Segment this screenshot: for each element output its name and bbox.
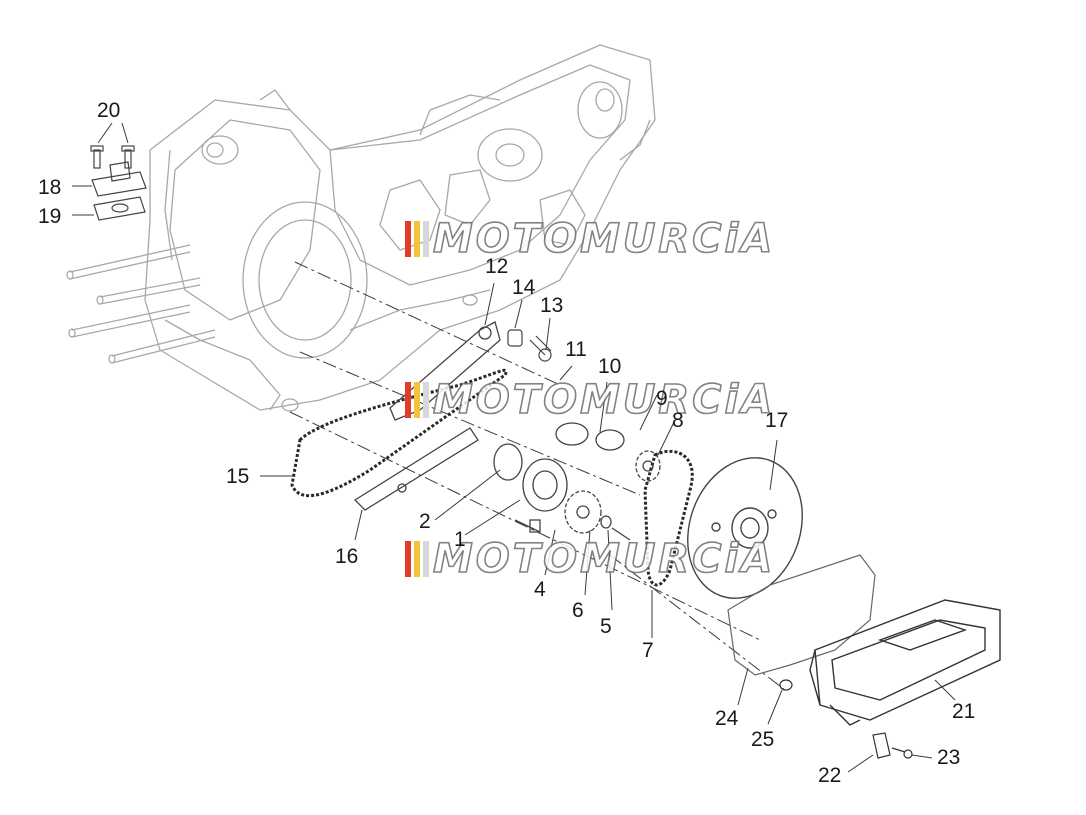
watermark-color-bars — [405, 382, 429, 418]
oil-sump-21 — [809, 599, 1001, 726]
callout-17: 17 — [765, 409, 789, 432]
sprocket-and-washers — [555, 422, 661, 482]
callout-16: 16 — [335, 545, 359, 568]
watermark-motomurcia: MOTOMURCiA — [405, 377, 776, 423]
watermark-motomurcia: MOTOMURCiA — [405, 216, 776, 262]
callout-9: 9 — [656, 387, 668, 410]
callout-11: 11 — [565, 338, 587, 361]
bracket-part-18-19-20 — [90, 145, 147, 221]
watermark-text: MOTOMURCiA — [432, 377, 776, 423]
callout-14: 14 — [512, 276, 536, 299]
cover-plate-17 — [687, 457, 803, 599]
callout-20: 20 — [97, 99, 121, 122]
callout-22: 22 — [818, 764, 842, 787]
watermark-color-bars — [405, 541, 429, 577]
alignment-lines — [289, 261, 786, 691]
watermark-text: MOTOMURCiA — [432, 216, 776, 262]
callout-8: 8 — [672, 409, 684, 432]
callout-5: 5 — [600, 615, 612, 638]
bolt-13-bushing-14 — [507, 329, 552, 362]
callout-1: 1 — [454, 528, 466, 551]
callout-4: 4 — [534, 578, 546, 601]
crankcase-drawing — [66, 44, 656, 412]
callout-6: 6 — [572, 599, 584, 622]
callout-19: 19 — [38, 205, 62, 228]
callout-24: 24 — [715, 707, 739, 730]
callout-10: 10 — [598, 355, 622, 378]
callout-21: 21 — [952, 700, 976, 723]
chain-guides — [353, 321, 501, 511]
callout-23: 23 — [937, 746, 961, 769]
leader-lines — [72, 122, 956, 773]
callout-12: 12 — [485, 255, 509, 278]
callout-13: 13 — [540, 294, 564, 317]
small-parts-22-23-25 — [779, 679, 913, 759]
callout-25: 25 — [751, 728, 775, 751]
watermark-motomurcia: MOTOMURCiA — [405, 536, 776, 582]
callout-7: 7 — [642, 639, 654, 662]
watermark-text: MOTOMURCiA — [432, 536, 776, 582]
callout-2: 2 — [419, 510, 431, 533]
watermark-color-bars — [405, 221, 429, 257]
callout-18: 18 — [38, 176, 62, 199]
oil-pump-assembly — [493, 443, 631, 541]
secondary-chain-7 — [643, 449, 694, 587]
callout-15: 15 — [226, 465, 250, 488]
